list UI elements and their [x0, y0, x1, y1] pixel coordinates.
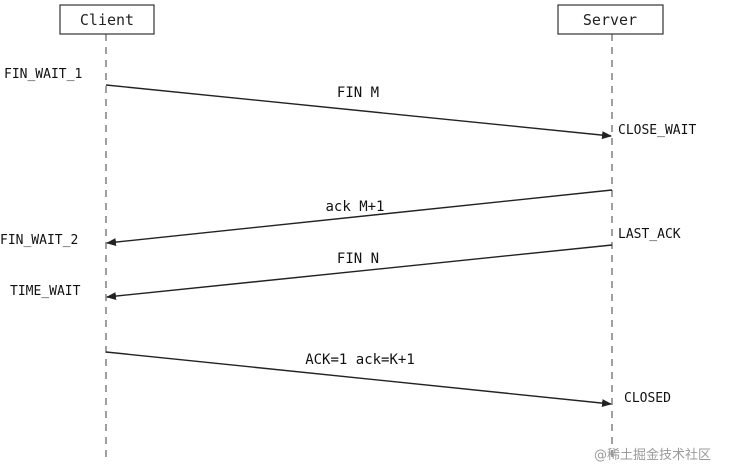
server-label: Server [583, 11, 637, 29]
message-ack-final: ACK=1 ack=K+1 [305, 352, 415, 368]
arrow-ack-m1 [106, 189, 613, 247]
arrow-fin-m [105, 84, 612, 140]
message-ack-m1: ack M+1 [325, 199, 384, 215]
state-fin-wait-1: FIN_WAIT_1 [4, 67, 82, 82]
state-fin-wait-2: FIN_WAIT_2 [0, 233, 78, 248]
state-close-wait: CLOSE_WAIT [618, 123, 696, 138]
message-fin-n: FIN N [337, 251, 379, 267]
state-closed: CLOSED [624, 391, 671, 406]
watermark-text: @稀土掘金技术社区 [594, 447, 711, 463]
state-time-wait: TIME_WAIT [10, 284, 81, 299]
client-label: Client [80, 11, 134, 29]
message-fin-m: FIN M [337, 85, 379, 101]
arrow-fin-n [106, 244, 613, 301]
state-last-ack: LAST_ACK [618, 227, 681, 242]
server-participant-box: Server [557, 4, 664, 35]
client-participant-box: Client [59, 4, 155, 35]
arrow-ack-final [105, 351, 612, 408]
